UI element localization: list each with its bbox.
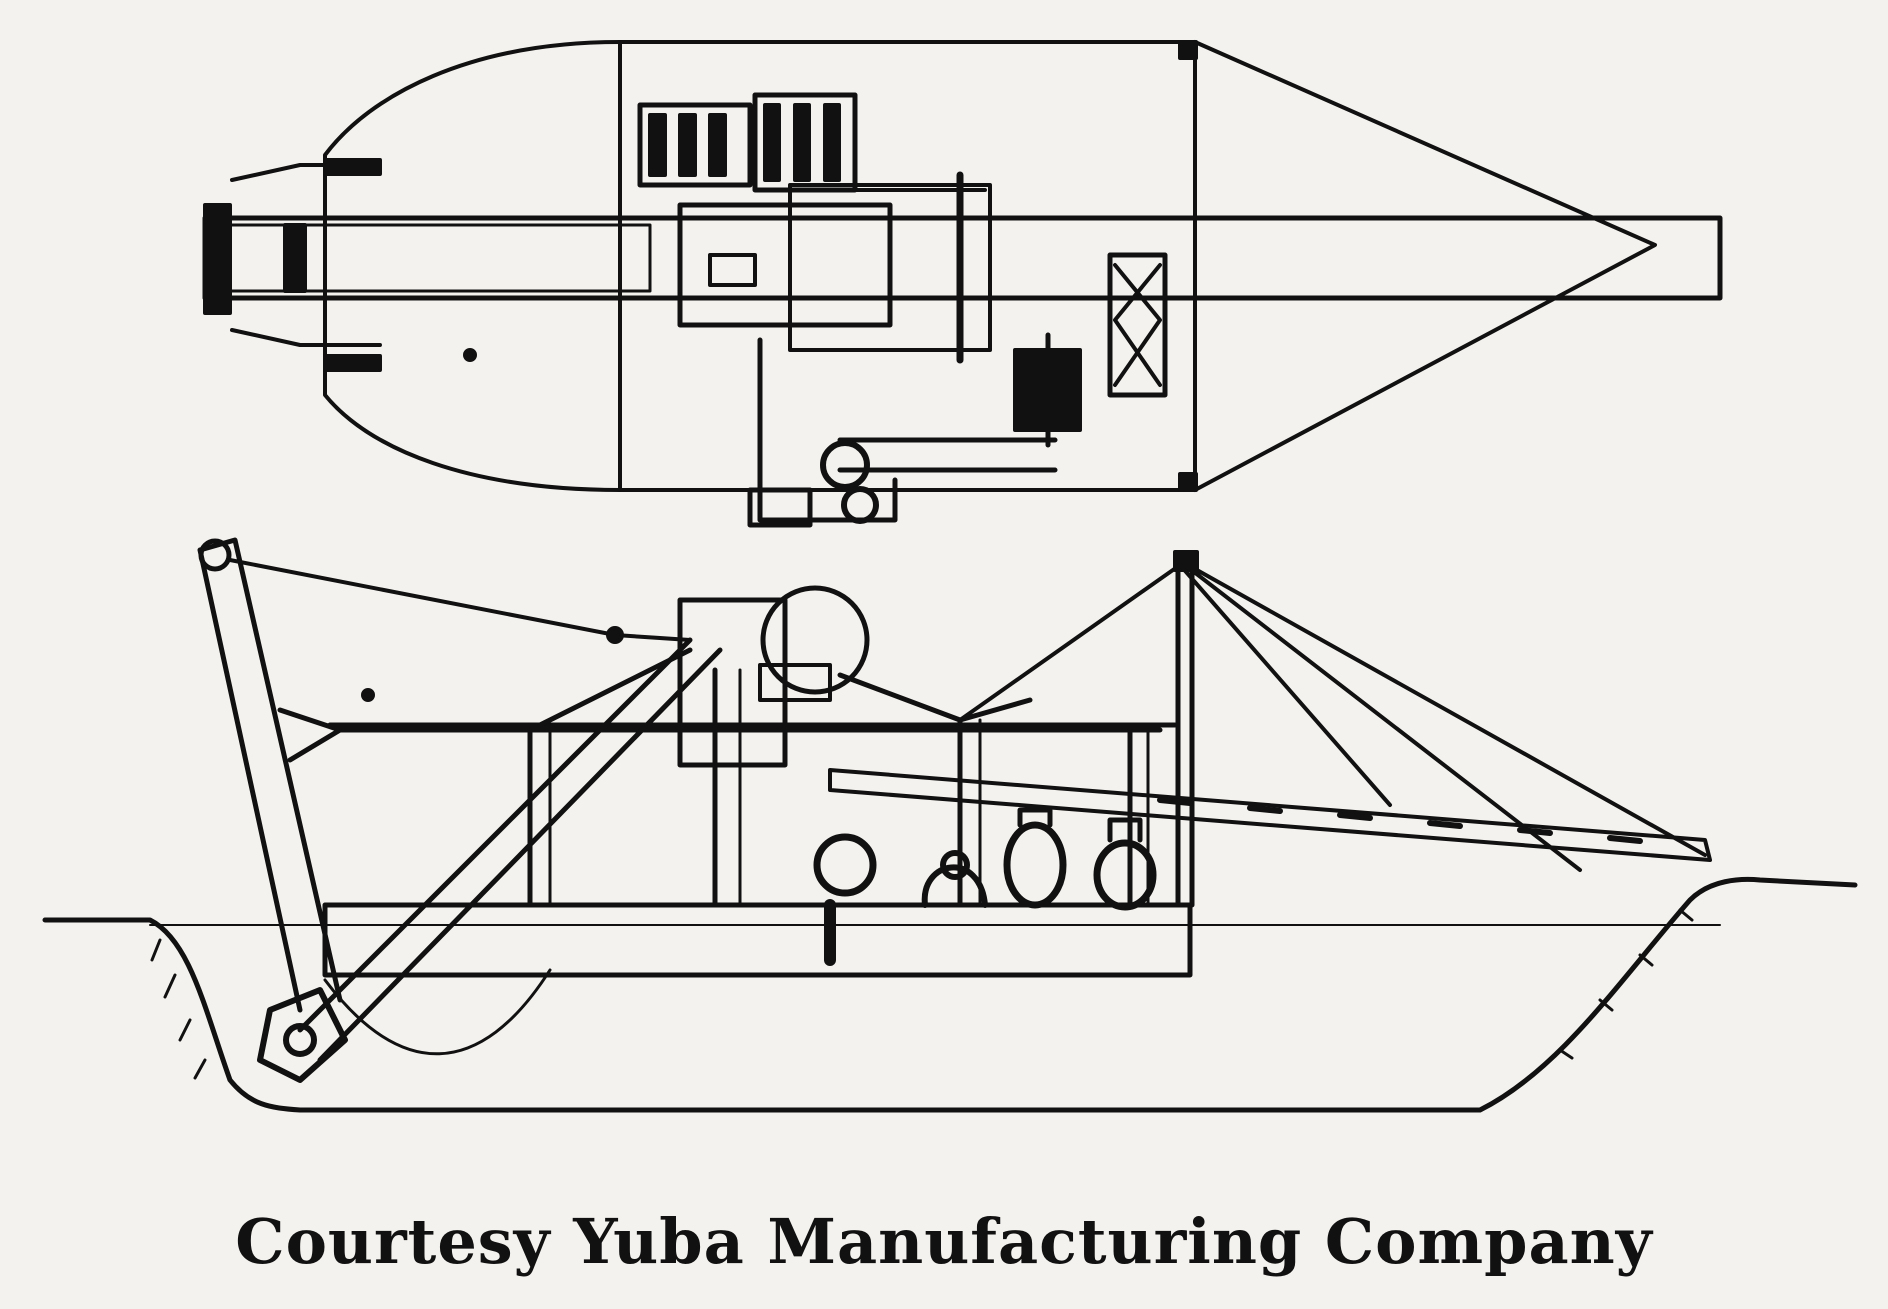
elevation-mast bbox=[1175, 557, 1195, 908]
elevation-pumps bbox=[813, 807, 1157, 966]
plan-hull bbox=[323, 40, 1197, 492]
dredge-diagram bbox=[42, 40, 1858, 1113]
elevation-cab bbox=[677, 597, 788, 768]
cutter-head bbox=[257, 987, 348, 1083]
elevation-discharge-pipe bbox=[828, 768, 1712, 862]
elevation-ladder bbox=[297, 637, 723, 1063]
plan-view bbox=[202, 40, 1723, 528]
plan-stern-cone bbox=[1193, 40, 1657, 492]
elevation-pontoon bbox=[322, 902, 1193, 978]
elevation-pit bbox=[42, 876, 1858, 1113]
plan-winch-drums bbox=[637, 92, 858, 193]
elevation-bow-gantry bbox=[197, 537, 343, 1013]
caption: Courtesy Yuba Manufacturing Company bbox=[235, 1205, 1653, 1278]
plan-pump-tower bbox=[1107, 252, 1168, 398]
plan-machinery bbox=[677, 202, 893, 328]
elevation-view bbox=[42, 348, 1858, 1113]
